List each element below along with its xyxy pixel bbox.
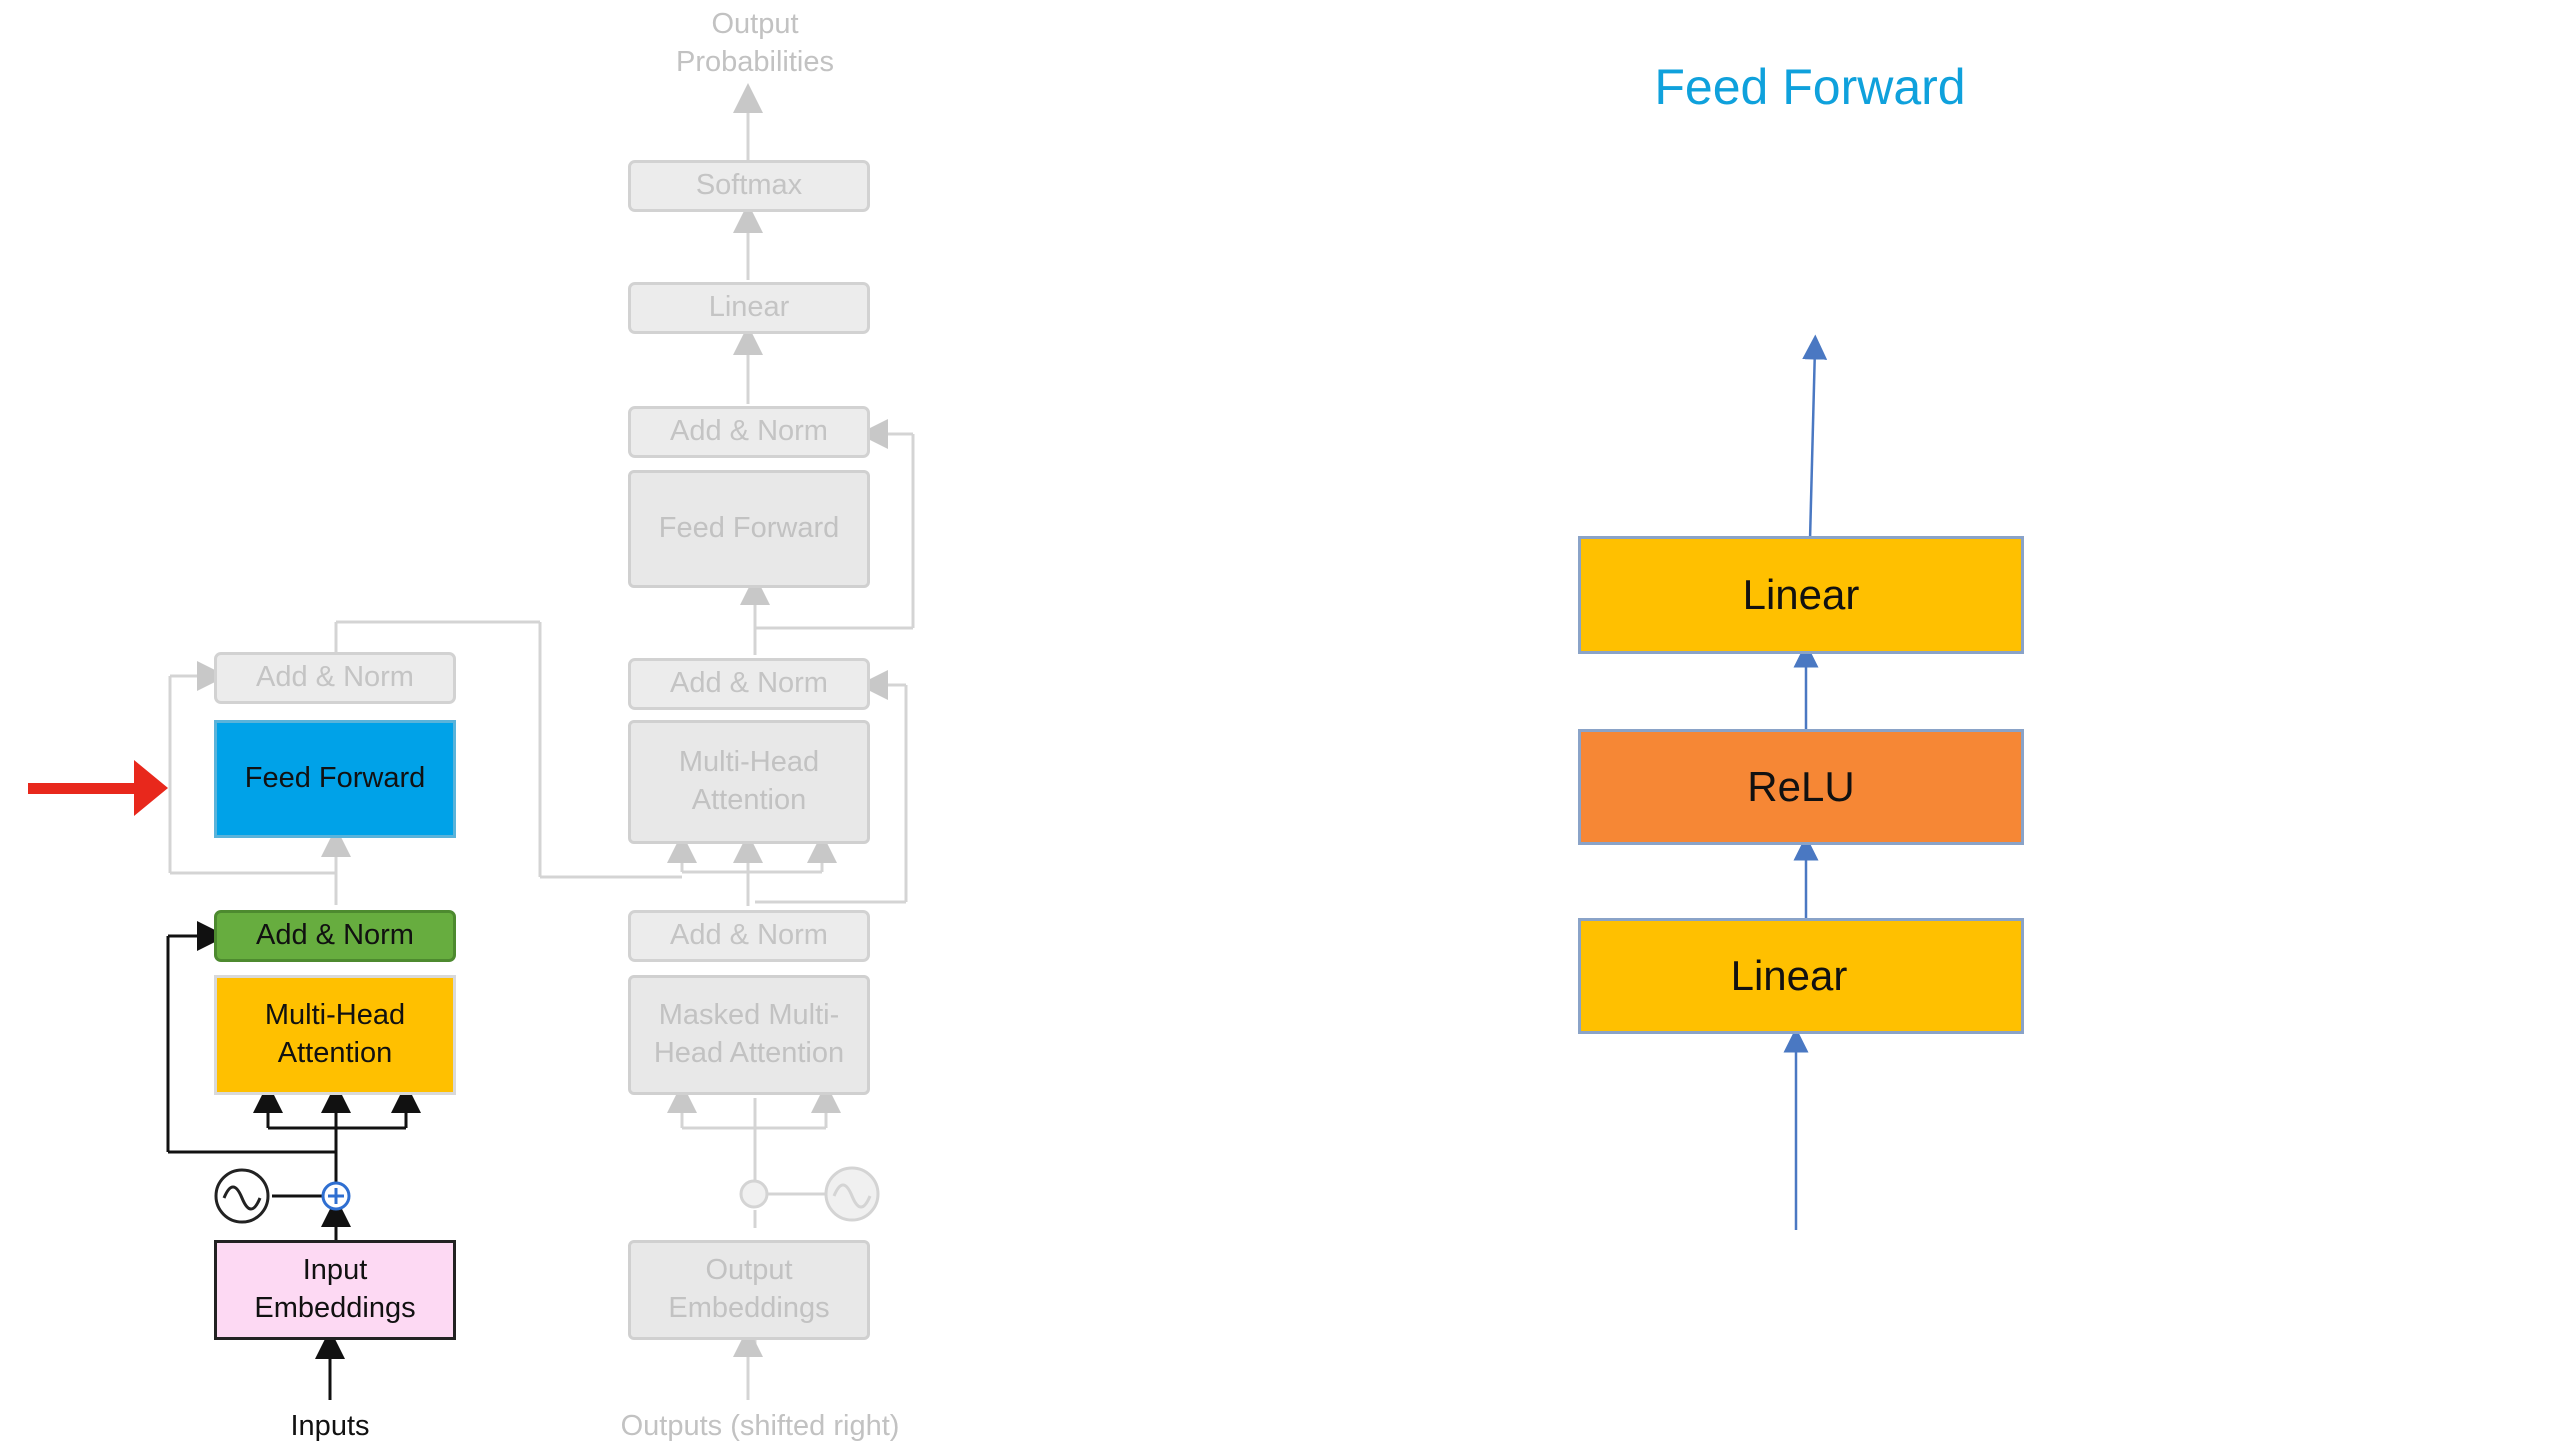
decoder-feed-forward-block: Feed Forward	[628, 470, 870, 588]
linear-label: Linear	[1742, 570, 1860, 618]
inputs-label: Inputs	[290, 1410, 370, 1442]
decoder-add-norm-2: Add & Norm	[628, 658, 870, 710]
encoder-connectors	[166, 921, 421, 1400]
slide-title: Feed Forward	[1654, 59, 1966, 115]
linear-label: Linear	[708, 291, 790, 324]
ffn-relu-block: ReLU	[1578, 729, 2024, 845]
add-norm-label: Add & Norm	[670, 667, 828, 700]
input-embeddings-label: Input Embeddings	[254, 1254, 416, 1324]
multi-head-attention-label: Multi-Head Attention	[264, 999, 406, 1069]
masked-attention-label: Masked Multi- Head Attention	[653, 999, 845, 1069]
pointer-arrow	[28, 760, 168, 816]
decoder-softmax-block: Softmax	[628, 160, 870, 212]
output-probabilities-label: Output Probabilities	[676, 8, 834, 78]
decoder-masked-attention-block: Masked Multi- Head Attention	[628, 975, 870, 1095]
linear-label: Linear	[1730, 951, 1848, 999]
decoder-add-norm-3: Add & Norm	[628, 406, 870, 458]
feed-forward-label: Feed Forward	[244, 762, 426, 795]
output-embeddings-label: Output Embeddings	[668, 1254, 830, 1324]
decoder-output-embeddings-block: Output Embeddings	[628, 1240, 870, 1340]
decoder-positional-encoding	[739, 1166, 880, 1222]
feed-forward-label: Feed Forward	[658, 512, 840, 545]
decoder-linear-block: Linear	[628, 282, 870, 334]
decoder-add-norm-1: Add & Norm	[628, 910, 870, 962]
softmax-label: Softmax	[695, 169, 803, 202]
encoder-feed-forward-block: Feed Forward	[214, 720, 456, 838]
encoder-add-norm-bottom: Add & Norm	[214, 910, 456, 962]
relu-label: ReLU	[1747, 762, 1855, 810]
outputs-shifted-right-label: Outputs (shifted right)	[620, 1410, 900, 1442]
ffn-linear-top-block: Linear	[1578, 536, 2024, 654]
multi-head-attention-label: Multi-Head Attention	[678, 746, 820, 816]
encoder-add-norm-top: Add & Norm	[214, 652, 456, 704]
add-norm-label: Add & Norm	[256, 661, 414, 694]
encoder-multi-head-attention-block: Multi-Head Attention	[214, 975, 456, 1095]
ffn-linear-bottom-block: Linear	[1578, 918, 2024, 1034]
decoder-multi-head-attention-block: Multi-Head Attention	[628, 720, 870, 844]
decoder-connectors	[168, 83, 915, 1400]
encoder-input-embeddings-block: Input Embeddings	[214, 1240, 456, 1340]
add-norm-label: Add & Norm	[670, 415, 828, 448]
add-norm-label: Add & Norm	[256, 919, 414, 952]
add-norm-label: Add & Norm	[670, 919, 828, 952]
encoder-positional-encoding	[214, 1168, 351, 1224]
